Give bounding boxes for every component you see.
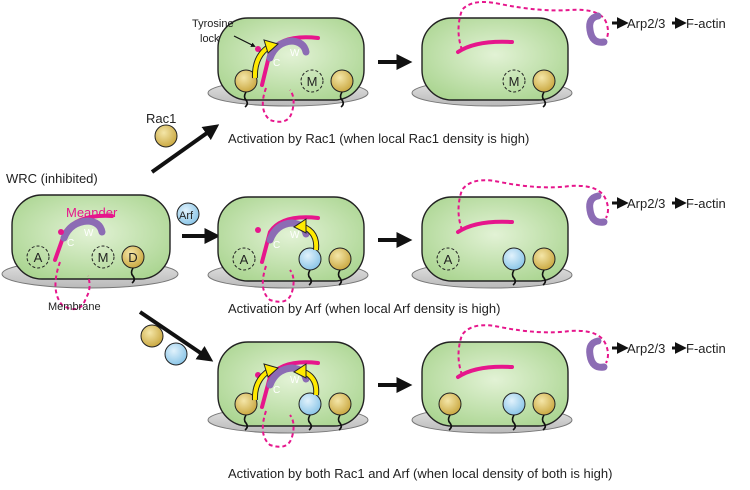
anchor [307, 269, 313, 286]
site-m-label: M [307, 74, 318, 89]
row2-active-state: A [411, 179, 609, 289]
free-wca-segment [586, 192, 608, 226]
w-label: W [290, 48, 300, 59]
yellow-arrow-head [263, 39, 280, 54]
rac1-bound-ball-2 [330, 69, 354, 93]
tyrosine-pointer [233, 35, 256, 47]
anchor [511, 269, 517, 286]
anchor [243, 414, 249, 431]
wca-segment [266, 37, 310, 62]
arf-both-ball [164, 342, 188, 366]
site-m-label: M [509, 74, 520, 89]
c-label: C [273, 240, 280, 251]
row3-caption: Activation by both Rac1 and Arf (when lo… [228, 466, 612, 481]
meander-strand [260, 215, 320, 264]
arf-legend-ball [176, 202, 200, 226]
rac1-legend-ball [154, 124, 178, 148]
row2-caption: Activation by Arf (when local Arf densit… [228, 301, 500, 316]
row1-inhibited-state: M C W [207, 17, 369, 123]
factin-label: F-actin [686, 16, 726, 31]
arf-bound-ball [502, 247, 526, 271]
rac1-bound-ball-2 [328, 392, 352, 416]
anchor [541, 414, 547, 431]
meander-strand [260, 360, 320, 409]
arf-bound-ball [298, 247, 322, 271]
w-label: W [290, 375, 300, 386]
free-wca-segment [586, 12, 608, 46]
anchor [511, 414, 517, 431]
row1-caption: Activation by Rac1 (when local Rac1 dens… [228, 131, 529, 146]
released-loop [457, 1, 609, 51]
anchor [243, 91, 249, 108]
factin-label: F-actin [686, 341, 726, 356]
arrow-to-both-path [138, 310, 214, 362]
yellow-arrow-head [293, 218, 307, 234]
anchor [541, 91, 547, 108]
unstructured-loop [261, 265, 295, 303]
arp23-label: Arp2/3 [627, 196, 665, 211]
site-a-circle [436, 247, 460, 271]
phospho-tyrosine [255, 227, 261, 233]
yellow-arrow-head-2 [293, 363, 307, 379]
unstructured-loop [261, 87, 295, 123]
arf-bound-ball [298, 392, 322, 416]
yellow-arrow-head [263, 363, 280, 378]
site-a-circle [26, 245, 50, 269]
factin-label: F-actin [686, 196, 726, 211]
wrc-inhibited-complex: A M D C W Meander [1, 194, 179, 311]
arp23-label: Arp2/3 [627, 16, 665, 31]
site-a-label: A [34, 250, 43, 265]
rac1-legend-label: Rac1 [146, 111, 176, 126]
c-label: C [273, 385, 280, 396]
site-a-label: A [444, 252, 453, 267]
tyrosine-lock-label-2: lock [200, 33, 220, 45]
row2-inhibited-state: A C W [207, 196, 369, 303]
anchor [541, 269, 547, 286]
row3-inhibited-state: C W [207, 341, 369, 448]
phospho-tyrosine [255, 46, 261, 52]
rac1-bound-ball-2 [532, 392, 556, 416]
arrow-to-rac1-path [150, 124, 220, 174]
site-d-label: D [128, 250, 137, 265]
rac1-bound-ball [532, 69, 556, 93]
d-anchor [130, 267, 136, 284]
row3-active-state [411, 324, 609, 434]
c-label: C [67, 238, 74, 249]
arf-bound-ball [502, 392, 526, 416]
rac1-bound-ball [328, 247, 352, 271]
wrc-complex-body [421, 17, 569, 101]
c-label: C [273, 58, 280, 69]
tyrosine-lock-label-1: Tyrosine [192, 18, 234, 30]
site-a-circle [232, 247, 256, 271]
free-wca-segment [586, 337, 608, 371]
site-m-circle [502, 69, 526, 93]
unstructured-loop [54, 261, 91, 311]
row1-active-state: M [411, 1, 609, 108]
released-loop [457, 179, 609, 231]
anchor [339, 91, 345, 108]
wca-segment [60, 217, 106, 242]
anchor [307, 414, 313, 431]
w-label: W [290, 230, 300, 241]
site-a-label: A [240, 252, 249, 267]
site-m-circle [91, 245, 115, 269]
wrc-inhibited-label: WRC (inhibited) [6, 171, 98, 186]
w-label: W [84, 228, 94, 239]
phospho-tyrosine [58, 229, 64, 235]
arp23-label: Arp2/3 [627, 341, 665, 356]
anchor [337, 414, 343, 431]
anchor [447, 414, 453, 431]
site-m-circle [300, 69, 324, 93]
rac1-bound-ball [532, 247, 556, 271]
unstructured-loop [261, 410, 295, 448]
released-loop [457, 324, 609, 376]
meander-label: Meander [66, 205, 118, 220]
membrane-label: Membrane [48, 301, 101, 313]
rac1-both-ball [140, 324, 164, 348]
anchor [337, 269, 343, 286]
rac1-bound-ball [438, 392, 462, 416]
arf-legend-label: Arf [179, 210, 194, 222]
site-m-label: M [98, 250, 109, 265]
